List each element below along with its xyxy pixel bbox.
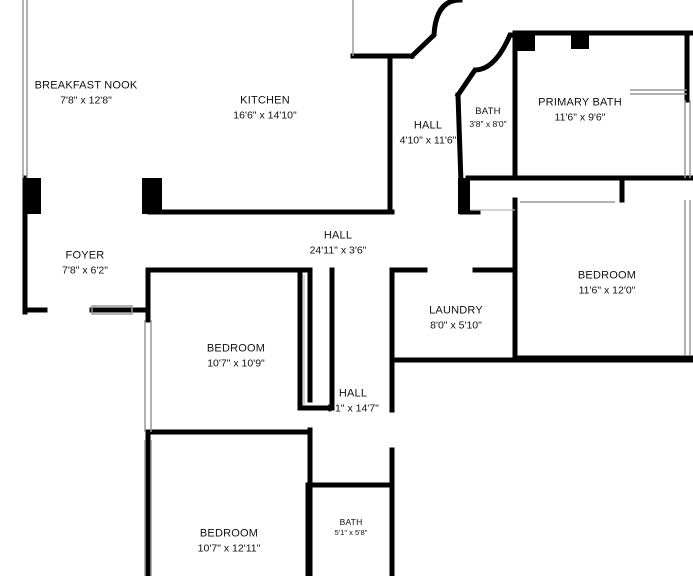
room-label-laundry: LAUNDRY 8'0" x 5'10" [429, 303, 483, 332]
room-dimensions: 7'8" x 12'8" [60, 94, 112, 107]
room-dimensions: 11'6" x 9'6" [554, 111, 606, 124]
room-label-primary-bath: PRIMARY BATH 11'6" x 9'6" [538, 95, 622, 124]
room-dimensions: 11'6" x 12'0" [578, 284, 636, 297]
room-name: PRIMARY BATH [538, 96, 622, 109]
room-name: BREAKFAST NOOK [34, 79, 138, 92]
room-dimensions: 16'6" x 14'10" [233, 109, 297, 122]
room-dimensions: 10'7" x 10'9" [207, 357, 265, 370]
room-dimensions: 4'10" x 11'6" [399, 134, 457, 147]
room-name: BEDROOM [206, 342, 266, 355]
room-name: BATH [339, 517, 363, 528]
room-dimensions: 5'1" x 5'8" [334, 528, 368, 538]
room-label-kitchen: KITCHEN 16'6" x 14'10" [233, 93, 296, 122]
walls [22, 0, 693, 576]
room-label-bedroom-mid: BEDROOM 10'7" x 10'9" [207, 341, 265, 370]
room-dimensions: 24'11" x 3'6" [309, 244, 367, 257]
room-label-bath-lower: BATH 5'1" x 5'8" [335, 517, 368, 539]
doors [303, 209, 515, 405]
room-name: FOYER [65, 249, 105, 262]
room-name: BEDROOM [199, 527, 259, 540]
room-label-bedroom-east: BEDROOM 11'6" x 12'0" [578, 268, 636, 297]
room-name: BATH [475, 105, 501, 117]
room-dimensions: 7'8" x 6'2" [62, 264, 108, 277]
room-name: KITCHEN [240, 94, 290, 107]
room-label-foyer: FOYER 7'8" x 6'2" [62, 248, 108, 277]
room-name: LAUNDRY [429, 304, 483, 317]
room-dimensions: 10'7" x 12'11" [197, 542, 261, 555]
wall-blocks [23, 31, 589, 214]
room-label-bedroom-south: BEDROOM 10'7" x 12'11" [198, 526, 261, 555]
room-label-breakfast-nook: BREAKFAST NOOK 7'8" x 12'8" [35, 78, 138, 107]
room-label-bath-upper: BATH 3'8" x 8'0" [469, 106, 506, 130]
room-dimensions: 5'1" x 14'7" [327, 402, 379, 415]
room-dimensions: 8'0" x 5'10" [430, 319, 482, 332]
room-label-hall-upper: HALL 4'10" x 11'6" [400, 118, 457, 147]
room-name: HALL [413, 119, 443, 132]
room-label-hall-main: HALL 24'11" x 3'6" [310, 228, 367, 257]
room-name: HALL [338, 387, 368, 400]
windows [22, 0, 691, 576]
room-dimensions: 3'8" x 8'0" [469, 118, 507, 129]
room-label-hall-lower: HALL 5'1" x 14'7" [327, 386, 379, 415]
room-name: HALL [323, 229, 353, 242]
room-name: BEDROOM [577, 269, 637, 282]
